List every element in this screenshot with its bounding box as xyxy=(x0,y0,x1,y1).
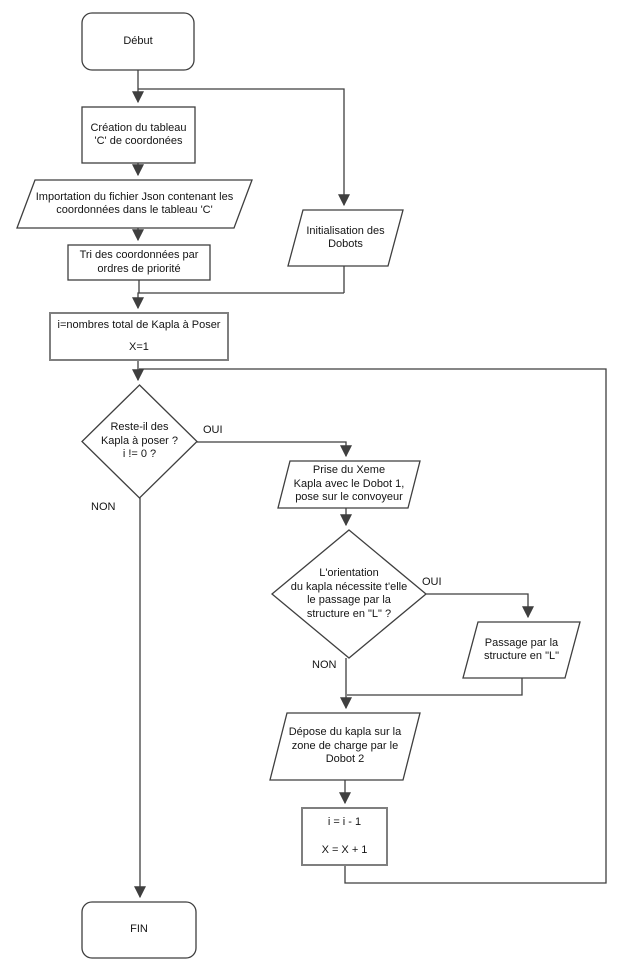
edge-oui-to-prise-kapla xyxy=(197,441,352,458)
end-terminator-shape xyxy=(81,901,197,959)
decision-remaining-diamond-shape xyxy=(81,384,198,499)
edge-merge-to-init-vars xyxy=(132,292,344,310)
update-vars-process-shape xyxy=(301,807,388,866)
sort-coords-process-shape xyxy=(67,244,211,281)
create-table-process-shape xyxy=(81,106,196,164)
init-vars-process-shape xyxy=(49,312,229,361)
init-dobots-io-shape xyxy=(287,209,404,267)
import-json-io-shape xyxy=(16,179,253,229)
edge-start-branch-to-init-dobots xyxy=(138,88,350,207)
prise-kapla-io-shape xyxy=(277,460,421,509)
edge-oui-to-passage-structure xyxy=(426,593,534,619)
decision-orientation-diamond-shape xyxy=(270,529,428,659)
passage-structure-io-shape xyxy=(462,621,581,679)
edge-loopback xyxy=(139,368,607,884)
edge-passage-return xyxy=(347,678,523,696)
depose-kapla-io-shape xyxy=(269,712,421,781)
start-terminator-shape xyxy=(81,12,195,71)
